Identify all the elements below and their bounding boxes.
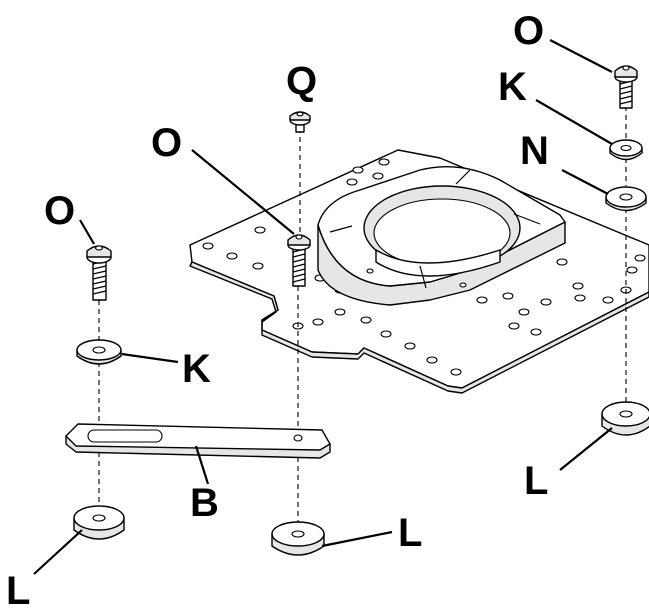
screw-o-right (614, 65, 638, 109)
callout-n-right: N (520, 129, 549, 173)
callout-l-right: L (524, 459, 548, 503)
callout-b-bar: B (190, 481, 219, 525)
callout-o-left: O (44, 189, 75, 233)
spacer-l-right (601, 401, 649, 436)
callout-k-top-right: K (498, 65, 527, 109)
washer-k-left (76, 339, 122, 365)
callout-o-center: O (151, 121, 182, 165)
spacer-l-left (73, 505, 125, 540)
slotted-bar (65, 423, 331, 459)
screw-o-center (287, 234, 311, 287)
washer-n-right (605, 186, 647, 212)
callout-k-left: K (182, 347, 211, 391)
washer-k-right (609, 139, 643, 161)
callout-q-top-center: Q (286, 59, 317, 103)
callout-labels: O K N Q O O K B L L L (6, 9, 549, 611)
spacer-l-center (271, 521, 325, 556)
callout-l-center: L (398, 511, 422, 555)
callout-o-top-right: O (513, 9, 544, 53)
callout-l-left: L (6, 569, 30, 611)
screw-o-left (86, 245, 112, 301)
ring-holder (317, 166, 566, 306)
leader-lines (33, 39, 613, 575)
screw-q (289, 111, 311, 133)
